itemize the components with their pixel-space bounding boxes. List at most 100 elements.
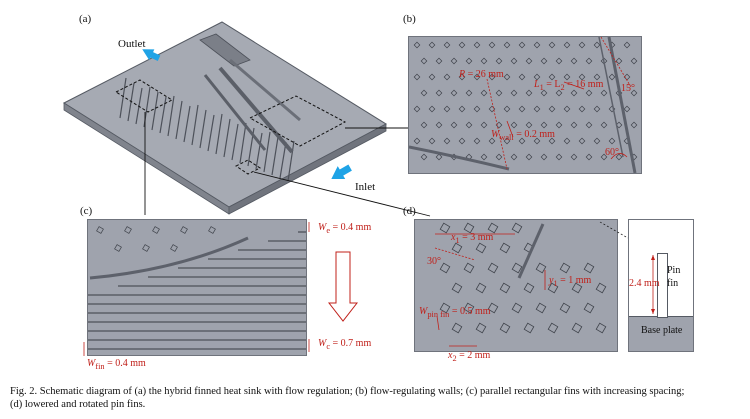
pin-fin	[458, 105, 466, 113]
fin-line	[127, 82, 135, 122]
pin-fin	[487, 302, 499, 314]
angle-30-annotation: 30°	[427, 256, 441, 267]
pin-fin	[518, 137, 526, 145]
fin-line	[175, 100, 183, 140]
pin-fin	[473, 105, 481, 113]
pin-fin	[488, 73, 496, 81]
figure-caption: Fig. 2. Schematic diagram of (a) the hyb…	[10, 385, 745, 411]
pin-fin	[600, 57, 608, 65]
pin-fin	[435, 121, 443, 129]
fin-line	[207, 114, 215, 152]
pin-fin	[435, 153, 443, 161]
pin-fin-section-inset: Pin fin Base plate 2.4 mm	[628, 219, 694, 352]
pin-fin	[428, 105, 436, 113]
pin-fin	[451, 242, 463, 254]
panel-d-drawing	[434, 222, 607, 347]
pin-fin	[585, 121, 593, 129]
pin-fin	[525, 153, 533, 161]
pin-fin	[593, 105, 601, 113]
pin-fin	[548, 73, 556, 81]
pin-fin	[511, 262, 523, 274]
fin-line	[143, 86, 151, 128]
pin-fin	[435, 89, 443, 97]
pin-fin	[420, 89, 428, 97]
pin-fin	[525, 57, 533, 65]
pin-fin	[593, 73, 601, 81]
fin-line	[191, 104, 199, 146]
fin-line	[287, 140, 295, 182]
pin-fin	[540, 121, 548, 129]
pin-fin	[510, 89, 518, 97]
pin-fin	[555, 57, 563, 65]
panel-d: x1 = 3 mm 30° y1 = 1 mm Wpin fin = 0.5 m…	[414, 219, 618, 352]
pin-fin	[495, 153, 503, 161]
pitch-x2-annotation: x2 = 2 mm	[448, 350, 491, 363]
pin-fin	[540, 153, 548, 161]
pin-fin	[473, 73, 481, 81]
length-annotation: L1 = L2 = 16 mm	[534, 79, 604, 92]
pin-fin	[458, 73, 466, 81]
pin-fin	[495, 89, 503, 97]
pin-fin	[518, 41, 526, 49]
pin-fin	[533, 137, 541, 145]
pin-fin	[503, 105, 511, 113]
fin-line	[263, 131, 271, 173]
pin-fin	[585, 57, 593, 65]
pin-fin	[488, 41, 496, 49]
pin-fin	[559, 262, 571, 274]
pin-fin	[420, 153, 428, 161]
pin-fin	[180, 226, 188, 234]
pin-fin	[142, 244, 150, 252]
panel-a-label: (a)	[79, 13, 92, 25]
radius-annotation: R = 26 mm	[459, 69, 504, 80]
entrance-width-annotation: We = 0.4 mm	[318, 222, 372, 235]
pin-fin	[570, 121, 578, 129]
pin-fin	[630, 121, 638, 129]
pin-fin	[593, 137, 601, 145]
angle-60-annotation: 60°	[605, 147, 619, 158]
pin-fin	[555, 89, 563, 97]
pin-fin	[503, 137, 511, 145]
pin-fin	[570, 57, 578, 65]
fin-line	[135, 87, 143, 125]
fin-line	[215, 113, 223, 155]
pin-fin	[451, 282, 463, 294]
wall-width-annotation: Wwall = 0.2 mm	[491, 129, 555, 142]
panel-b-drawing	[409, 37, 638, 173]
pin-fin	[473, 41, 481, 49]
pin-fin	[443, 137, 451, 145]
pin-fin	[208, 226, 216, 234]
fin-line	[159, 96, 167, 134]
pin-fin	[523, 282, 535, 294]
fin-line	[119, 77, 127, 119]
pin-fin	[548, 105, 556, 113]
fin-line	[231, 123, 239, 161]
pin-fin	[450, 57, 458, 65]
pin-fin	[170, 244, 178, 252]
caption-line-2: (d) lowered and rotated pin fins.	[10, 399, 146, 410]
pin-fin	[525, 121, 533, 129]
panel-b: R = 26 mm L1 = L2 = 16 mm Wwall = 0.2 mm…	[408, 36, 642, 174]
pin-fin	[439, 222, 451, 234]
pin-fin	[595, 322, 607, 334]
pin-fin	[413, 73, 421, 81]
fin-line	[239, 122, 247, 164]
pin-fin	[463, 222, 475, 234]
pin-fin	[510, 153, 518, 161]
pin-fin	[600, 89, 608, 97]
pin-fin	[571, 282, 583, 294]
pin-fin	[570, 89, 578, 97]
pin-fin	[570, 153, 578, 161]
fin-line	[183, 105, 191, 143]
pin-fin	[623, 105, 631, 113]
pin-fin	[525, 89, 533, 97]
panel-d-label: (d)	[403, 205, 416, 217]
pin-fin	[152, 226, 160, 234]
pin-fin	[535, 302, 547, 314]
pin-fin	[563, 137, 571, 145]
pin-fin	[533, 105, 541, 113]
pitch-x1-annotation: x1 = 3 mm	[451, 232, 494, 245]
pin-fin	[533, 41, 541, 49]
pin-fin	[428, 73, 436, 81]
pin-fin	[499, 242, 511, 254]
